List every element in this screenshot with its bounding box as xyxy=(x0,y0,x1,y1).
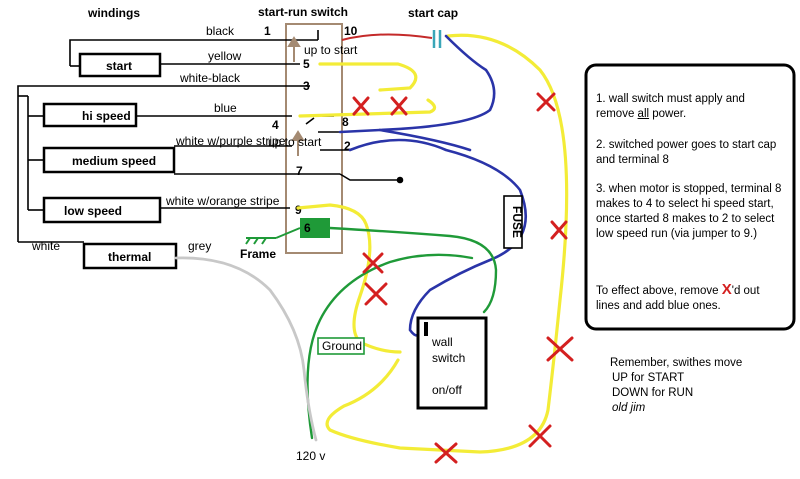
x-mark-3 xyxy=(536,92,556,112)
fuse-box xyxy=(503,195,523,249)
start-run-switch-box xyxy=(285,23,343,254)
note-3-line-d: low speed run (via jumper to 9.) xyxy=(596,228,758,240)
terminal-9: 9 xyxy=(295,203,302,217)
red-wire xyxy=(341,33,433,41)
x-mark-2 xyxy=(390,96,408,116)
reminder-line-3: DOWN for RUN xyxy=(612,387,694,399)
note-4-line-a: To effect above, remove X'd out xyxy=(596,282,760,299)
wire-label-white-black: white-black xyxy=(179,71,241,85)
terminal-8: 8 xyxy=(342,115,349,129)
x-mark-9 xyxy=(434,442,458,464)
note-4-x-mark: X xyxy=(721,281,732,298)
note-4-text-b: 'd out xyxy=(731,285,760,297)
note-1-line-b: remove all power. xyxy=(596,107,745,122)
frame-ground-icon xyxy=(245,227,301,245)
low-speed-winding-label: low speed xyxy=(64,204,122,218)
note-1: 1. wall switch must apply and remove all… xyxy=(596,92,745,122)
medium-speed-winding-box xyxy=(42,146,176,174)
x-mark-5 xyxy=(362,252,384,274)
note-3-line-b: makes to 4 to select hi speed start, xyxy=(596,198,774,210)
frame-label: Frame xyxy=(240,247,276,261)
medium-speed-winding-label: medium speed xyxy=(72,154,156,168)
note-4-line-b: lines and add blue ones. xyxy=(596,300,721,312)
switch-title: start-run switch xyxy=(258,5,348,19)
start-winding-box xyxy=(78,52,162,78)
note-3: 3. when motor is stopped, terminal 8 mak… xyxy=(596,182,781,242)
wall-switch-box xyxy=(416,316,488,410)
wire-label-blue: blue xyxy=(214,101,237,115)
terminal-6-block xyxy=(300,218,330,238)
reminder-line-1: Remember, swithes move xyxy=(610,357,743,369)
note-1-remove: remove xyxy=(596,108,638,120)
note-1-all: all xyxy=(637,108,650,120)
note-3-line-a: 3. when motor is stopped, terminal 8 xyxy=(596,183,782,195)
x-mark-6 xyxy=(364,282,388,306)
switch-up-arrow-top xyxy=(287,36,301,62)
note-3-line-c: once started 8 makes to 2 to select xyxy=(596,213,775,225)
note-2: 2. switched power goes to start cap and … xyxy=(596,138,776,168)
ground-label-box xyxy=(317,337,365,355)
note-2-line-a: 2. switched power goes to start cap xyxy=(596,139,777,151)
terminal-2: 2 xyxy=(344,139,351,153)
voltage-label: 120 v xyxy=(296,449,325,463)
thermal-box xyxy=(82,242,178,270)
diagram-title: windings xyxy=(87,6,140,20)
terminal-1: 1 xyxy=(264,24,271,38)
switch-arrow-label-top: up to start xyxy=(304,43,358,57)
wall-switch-line1: wall xyxy=(431,335,453,349)
wall-switch-line3: on/off xyxy=(432,383,462,397)
x-mark-7 xyxy=(546,336,574,362)
terminal-7: 7 xyxy=(296,164,303,178)
yellow-wiring xyxy=(296,33,569,454)
black-wiring xyxy=(17,30,404,243)
x-mark-4 xyxy=(550,220,568,240)
x-marks xyxy=(352,92,574,464)
terminal-4: 4 xyxy=(272,118,279,132)
reminder-signature: old jim xyxy=(612,402,646,414)
note-4: To effect above, remove X'd out lines an… xyxy=(596,282,760,314)
switch-arrow-label-bottom: up to start xyxy=(268,135,322,149)
terminal-3: 3 xyxy=(303,79,310,93)
fuse-label: FUSE xyxy=(510,206,524,238)
x-mark-8 xyxy=(528,424,552,448)
blue-wiring xyxy=(338,34,527,337)
notes-box xyxy=(584,63,796,331)
switch-up-arrow-bottom xyxy=(291,130,305,156)
wall-switch-terminal xyxy=(424,322,428,336)
reminder-line-2: UP for START xyxy=(612,372,685,384)
wire-label-black: black xyxy=(206,24,235,38)
wire-label-yellow: yellow xyxy=(208,49,242,63)
thermal-label: thermal xyxy=(108,250,151,264)
hi-speed-winding-label: hi speed xyxy=(82,109,131,123)
note-4-text-a: To effect above, remove xyxy=(596,285,722,297)
green-wiring xyxy=(306,226,498,440)
wire-label-white-orange: white w/orange stripe xyxy=(165,194,280,208)
wire-label-grey: grey xyxy=(188,239,211,253)
ground-label: Ground xyxy=(322,339,362,353)
hi-speed-winding-box xyxy=(42,102,138,128)
start-cap-label: start cap xyxy=(408,6,458,20)
note-2-line-b: and terminal 8 xyxy=(596,154,669,166)
wire-label-white-purple: white w/purple stripe xyxy=(175,134,286,148)
x-mark-1 xyxy=(352,96,370,116)
terminal-5: 5 xyxy=(303,57,310,71)
start-capacitor-symbol xyxy=(432,30,442,48)
terminal-10: 10 xyxy=(344,24,358,38)
wall-switch-line2: switch xyxy=(432,351,465,365)
note-1-line-a: 1. wall switch must apply and xyxy=(596,93,745,105)
reminder: Remember, swithes move UP for START DOWN… xyxy=(610,356,742,416)
grey-wire xyxy=(174,256,318,442)
note-1-power: power. xyxy=(649,108,687,120)
low-speed-winding-box xyxy=(42,196,162,224)
terminal-6: 6 xyxy=(304,221,311,235)
wire-label-white: white xyxy=(31,239,60,253)
start-winding-label: start xyxy=(106,59,132,73)
